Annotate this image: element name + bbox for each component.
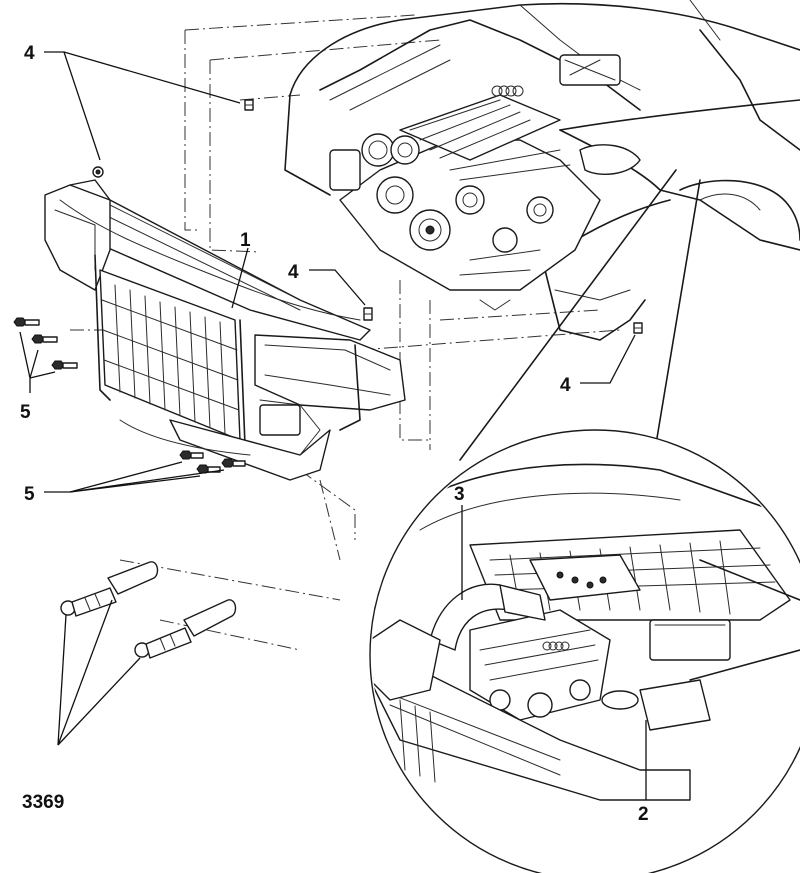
callout-3: 3 — [454, 484, 465, 505]
bolt-icon — [179, 450, 204, 460]
bolts — [13, 99, 643, 474]
bolt-icon — [363, 307, 373, 321]
audi-rings-logo-engine — [491, 85, 524, 97]
leader-lines — [19, 51, 647, 800]
bolt-icon — [633, 322, 643, 334]
bolt-icon — [92, 166, 104, 178]
audi-rings-logo-detail — [542, 641, 570, 651]
guide-pin-tool-upper — [60, 561, 159, 617]
bolt-icon — [221, 458, 246, 468]
callout-3369: 3369 — [22, 792, 64, 813]
callout-1: 1 — [240, 230, 251, 251]
bolt-icon — [13, 317, 40, 327]
callout-2: 2 — [638, 804, 649, 825]
callout-5-left: 5 — [20, 402, 31, 423]
callout-4-right: 4 — [560, 375, 571, 396]
guide-pin-tool-lower — [134, 599, 237, 659]
callout-4-middle: 4 — [288, 262, 299, 283]
front-module-carrier — [44, 179, 406, 481]
callout-5-lower: 5 — [24, 484, 35, 505]
bolt-icon — [51, 360, 78, 370]
detail-view-circle — [369, 169, 800, 873]
alignment-guide-lines — [70, 14, 621, 651]
bolt-icon — [244, 99, 254, 111]
engine-block — [319, 19, 641, 311]
callout-4-top-left: 4 — [24, 43, 35, 64]
bolt-icon — [31, 334, 58, 344]
callouts: 4 1 4 4 5 5 3 2 3369 — [20, 43, 649, 825]
